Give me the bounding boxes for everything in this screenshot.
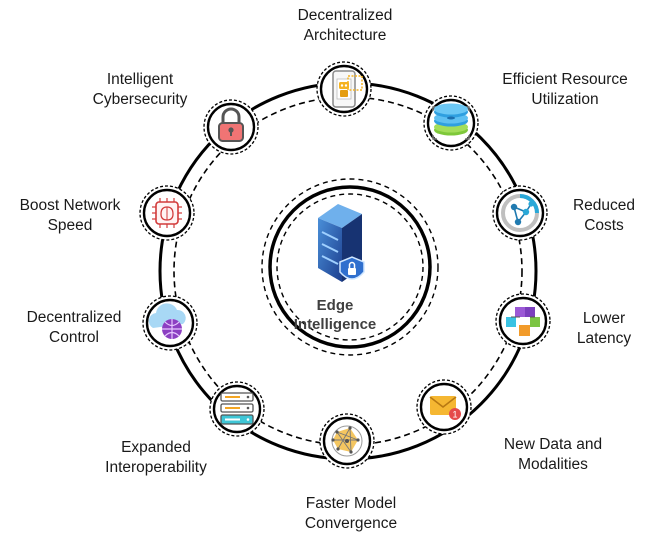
cubes-icon — [506, 307, 540, 336]
label-intelligent-cybersecurity: Intelligent Cybersecurity — [92, 71, 188, 108]
brain-chip-icon — [152, 198, 182, 228]
stacked-discs-icon — [432, 103, 470, 140]
label-decentralized-architecture: Decentralized Architecture — [297, 7, 393, 44]
center-dashed-ring-inner — [276, 193, 424, 341]
mail-notification-icon: 1 — [429, 396, 461, 420]
center-ring — [268, 185, 432, 349]
padlock-icon — [218, 107, 244, 142]
label-expanded-interoperability: Expanded Interoperability — [105, 439, 207, 476]
label-efficient-resource-utilization: Efficient Resource Utilization — [502, 71, 628, 108]
server-shield-icon — [318, 204, 365, 282]
label-decentralized-control: Decentralized Control — [26, 309, 122, 346]
server-rack-icon — [220, 392, 254, 425]
neural-globe-icon — [331, 425, 363, 457]
node-circle-latency — [495, 293, 551, 349]
label-boost-network-speed: Boost Network Speed — [19, 197, 121, 234]
center-title: Edge Intelligence — [293, 297, 377, 333]
label-faster-model-convergence: Faster Model Convergence — [304, 495, 398, 532]
label-reduced-costs: Reduced Costs — [572, 197, 636, 234]
center-dashed-ring-outer — [261, 178, 439, 356]
network-nodes-icon — [501, 194, 539, 232]
label-new-data-and-modalities: New Data and Modalities — [503, 436, 603, 473]
phone-robot-icon — [332, 70, 363, 108]
svg-text:1: 1 — [452, 410, 457, 420]
cloud-globe-icon — [148, 303, 186, 339]
label-lower-latency: Lower Latency — [576, 310, 632, 347]
